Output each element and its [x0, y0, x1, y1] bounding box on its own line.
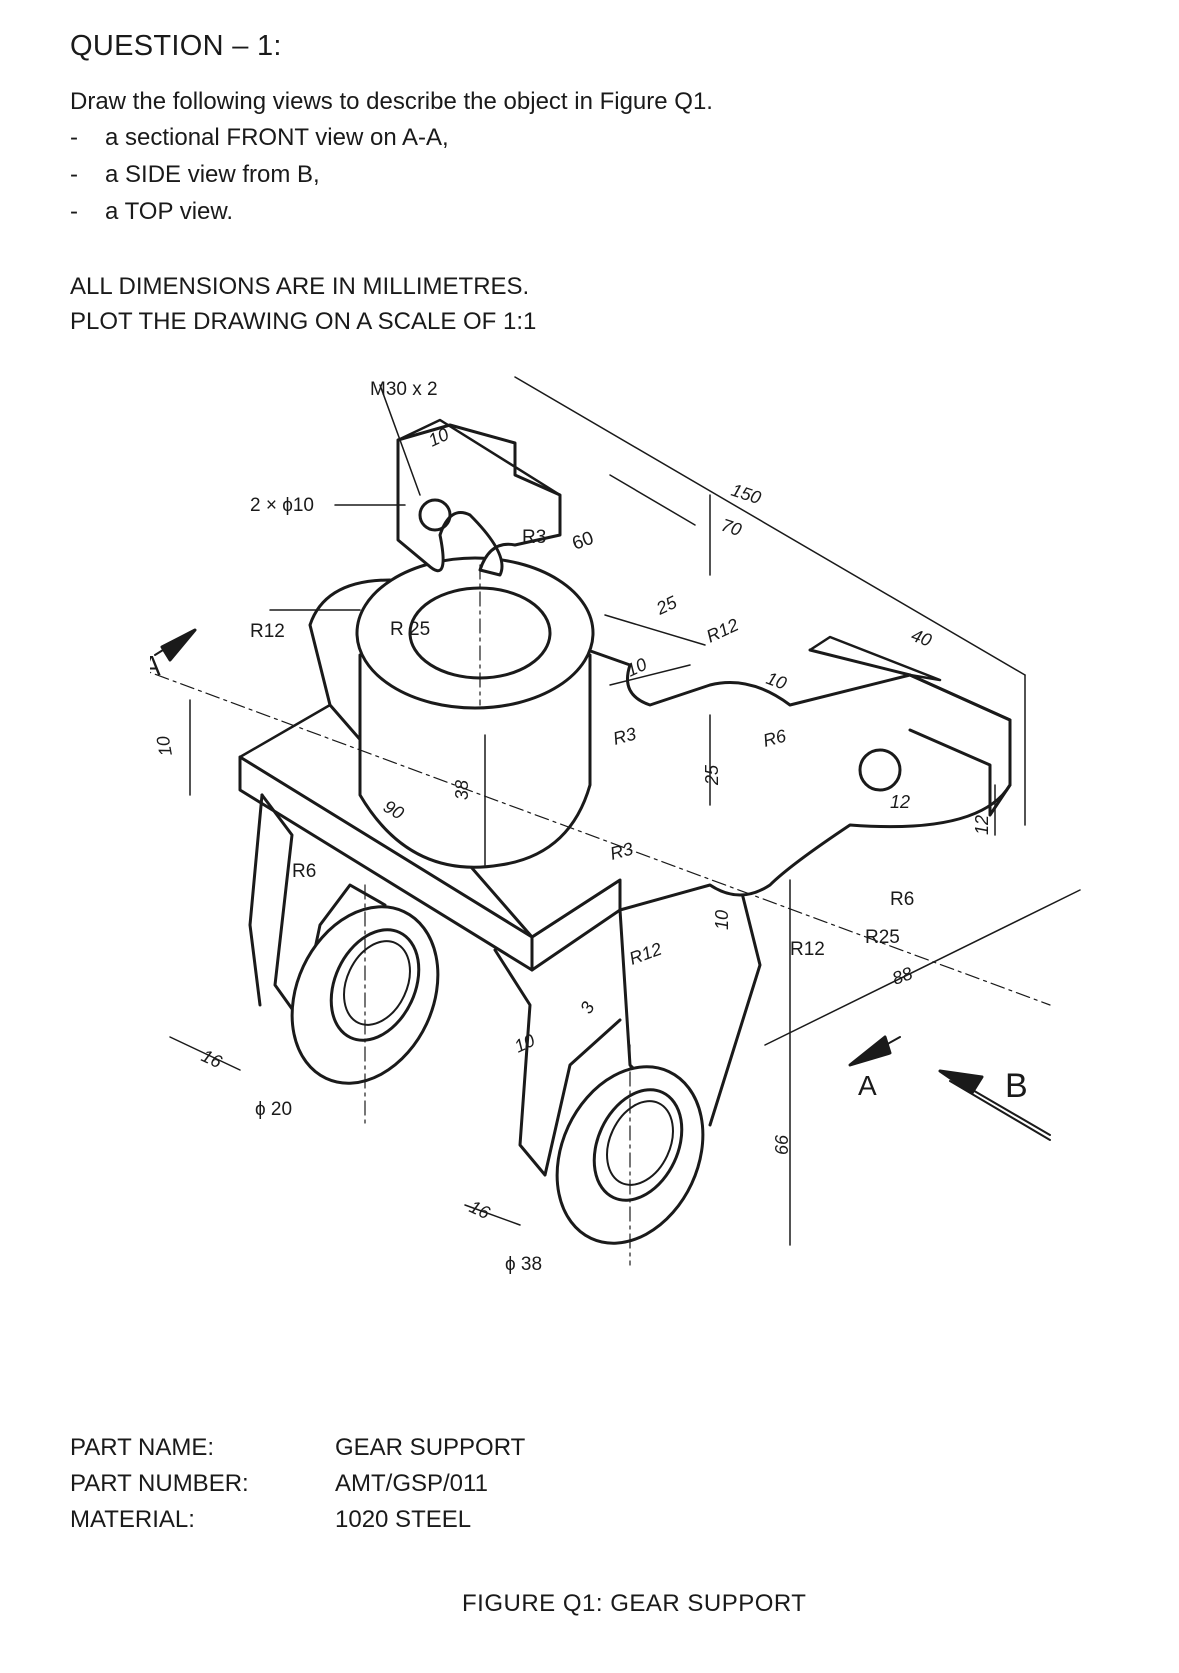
list-dash: - — [70, 161, 78, 188]
dim-88: 88 — [890, 963, 916, 989]
dim-10-left: 10 — [153, 735, 176, 758]
views-list: -a sectional FRONT view on A-A, -a SIDE … — [70, 124, 449, 235]
left-hole — [343, 940, 411, 1026]
list-dash: - — [70, 124, 78, 151]
arrow-icon — [938, 1069, 984, 1095]
dim-thread: M30 x 2 — [370, 379, 438, 400]
list-dash: - — [70, 198, 78, 225]
material-label: MATERIAL: — [70, 1506, 195, 1533]
dim-60: 60 — [570, 528, 597, 555]
figure-caption: FIGURE Q1: GEAR SUPPORT — [462, 1590, 807, 1617]
dim-r6-left: R6 — [292, 861, 316, 882]
dim-r12-mid: R12 — [703, 615, 741, 647]
dim-25-top: 25 — [652, 592, 680, 619]
upper-block — [396, 423, 562, 577]
right-hole — [606, 1100, 674, 1186]
dim-r12-left: R12 — [250, 621, 285, 642]
table-row: PART NUMBER: AMT/GSP/011 — [70, 1470, 525, 1506]
dim-25-vert: 25 — [702, 764, 722, 786]
table-row: MATERIAL: 1020 STEEL — [70, 1506, 525, 1542]
list-item: -a TOP view. — [70, 198, 449, 235]
arrow-icon — [848, 1035, 892, 1067]
dim-40: 40 — [909, 625, 935, 651]
left-boss-inner — [329, 928, 421, 1042]
dim-dia20: ϕ 20 — [255, 1099, 292, 1120]
arrow-icon — [160, 628, 197, 662]
list-text: a sectional FRONT view on A-A, — [105, 124, 449, 151]
dim-66: 66 — [772, 1134, 792, 1155]
right-leg — [493, 948, 622, 1177]
dim-12-hole: 12 — [890, 792, 910, 812]
part-number-value: AMT/GSP/011 — [335, 1470, 488, 1497]
dim-r12-lower: R12 — [790, 939, 825, 960]
dim-r25-lower: R25 — [865, 927, 900, 948]
dim-r25: R 25 — [390, 619, 430, 640]
list-item: -a SIDE view from B, — [70, 161, 449, 198]
part-name-label: PART NAME: — [70, 1434, 215, 1461]
material-value: 1020 STEEL — [335, 1506, 472, 1533]
left-leg-inner — [248, 793, 264, 1007]
cylinder-body — [358, 653, 592, 869]
section-label-a-right: A — [858, 1070, 877, 1101]
centre-lines — [150, 564, 1051, 1266]
dim-holes: 2 × ϕ10 — [250, 495, 314, 516]
units-note: ALL DIMENSIONS ARE IN MILLIMETRES. — [70, 273, 530, 300]
cylinder-top — [355, 556, 595, 710]
list-item: -a sectional FRONT view on A-A, — [70, 124, 449, 161]
upper-hole — [418, 498, 452, 532]
dim-dia38: ϕ 38 — [505, 1254, 542, 1275]
right-foot-web — [708, 883, 762, 1127]
dim-3: 3 — [576, 998, 598, 1017]
part-number-label: PART NUMBER: — [70, 1470, 249, 1497]
dim-150: 150 — [729, 480, 764, 508]
list-text: a SIDE view from B, — [105, 161, 320, 188]
section-label-a-left: A — [150, 650, 161, 681]
section-a-right — [848, 1035, 901, 1067]
dim-12-right: 12 — [972, 815, 992, 835]
scale-note: PLOT THE DRAWING ON A SCALE OF 1:1 — [70, 308, 537, 335]
dim-r3-top: R3 — [522, 527, 546, 548]
part-info: PART NAME: GEAR SUPPORT PART NUMBER: AMT… — [70, 1434, 525, 1542]
dim-16-left: 16 — [198, 1045, 225, 1072]
dim-10-center: 10 — [712, 910, 732, 930]
right-lug-top — [808, 635, 942, 682]
right-lug-hole — [858, 748, 902, 792]
table-row: PART NAME: GEAR SUPPORT — [70, 1434, 525, 1470]
view-label-b: B — [1005, 1067, 1028, 1105]
isometric-drawing: M30 x 2 2 × ϕ10 10 R3 60 150 70 25 R12 1… — [150, 376, 1081, 1275]
dim-r6-lower: R6 — [890, 889, 914, 910]
list-text: a TOP view. — [105, 198, 234, 225]
upper-block-top — [396, 418, 562, 497]
part-name-value: GEAR SUPPORT — [335, 1434, 526, 1461]
dimension-lines — [169, 376, 1081, 1246]
dim-38: 38 — [452, 780, 472, 800]
question-heading: QUESTION – 1: — [70, 30, 282, 62]
dim-70: 70 — [719, 515, 744, 540]
view-b-arrow — [938, 1069, 1051, 1141]
dim-r12-center: R12 — [627, 939, 665, 969]
right-boss-inner — [592, 1088, 684, 1202]
dim-16-bottom: 16 — [466, 1196, 493, 1223]
dim-10-foot: 10 — [511, 1030, 538, 1057]
figure-gear-support: M30 x 2 2 × ϕ10 10 R3 60 150 70 25 R12 1… — [150, 365, 1160, 1380]
question-intro: Draw the following views to describe the… — [70, 88, 713, 115]
section-a-left — [154, 628, 197, 662]
